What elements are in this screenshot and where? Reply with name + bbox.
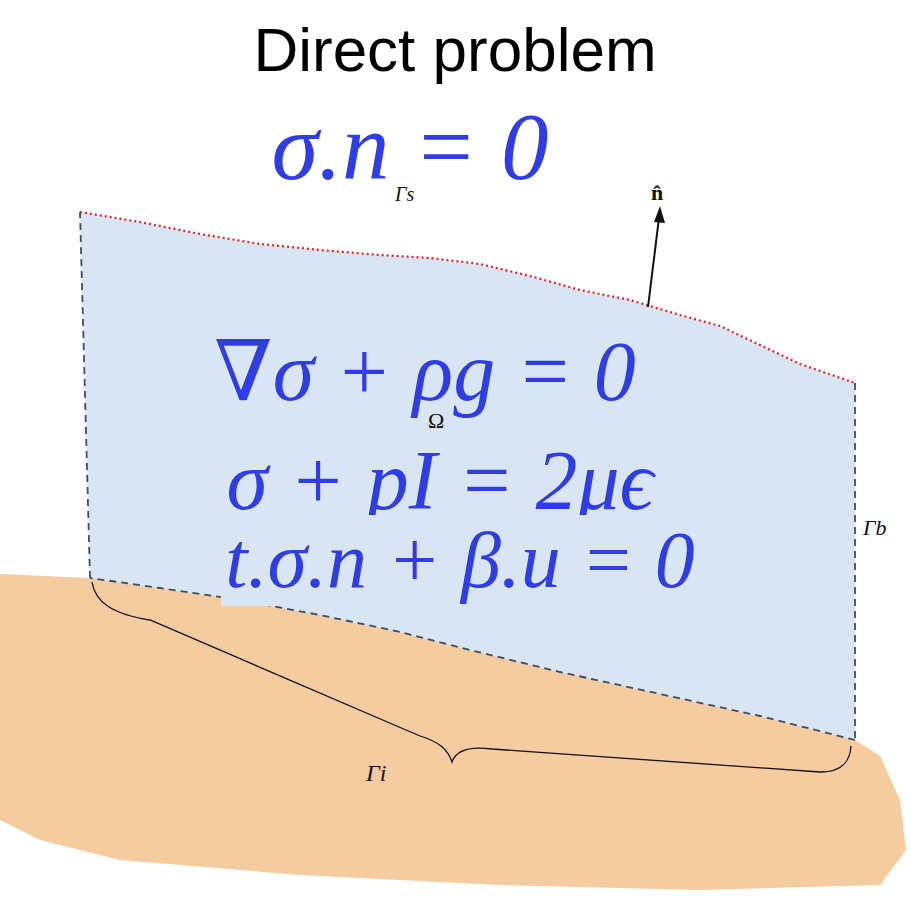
normal-label: n̂ <box>651 180 663 206</box>
title: Direct problem <box>253 14 656 85</box>
boundary-label: Γs <box>395 183 414 206</box>
equation: ∇σ + ρg = 0 <box>214 322 636 420</box>
bedrock-fill <box>0 574 906 890</box>
normal-arrow <box>648 218 659 307</box>
boundary-label: Γi <box>366 760 386 787</box>
boundary-condition: t.σ.n + β.u = 0 <box>221 515 699 606</box>
boundary-label: Γb <box>863 515 887 541</box>
bedrock-outline <box>0 570 911 903</box>
bedrock: Γi <box>0 570 911 903</box>
domain-label: Ω <box>428 408 444 434</box>
normal-arrowhead <box>654 206 665 223</box>
